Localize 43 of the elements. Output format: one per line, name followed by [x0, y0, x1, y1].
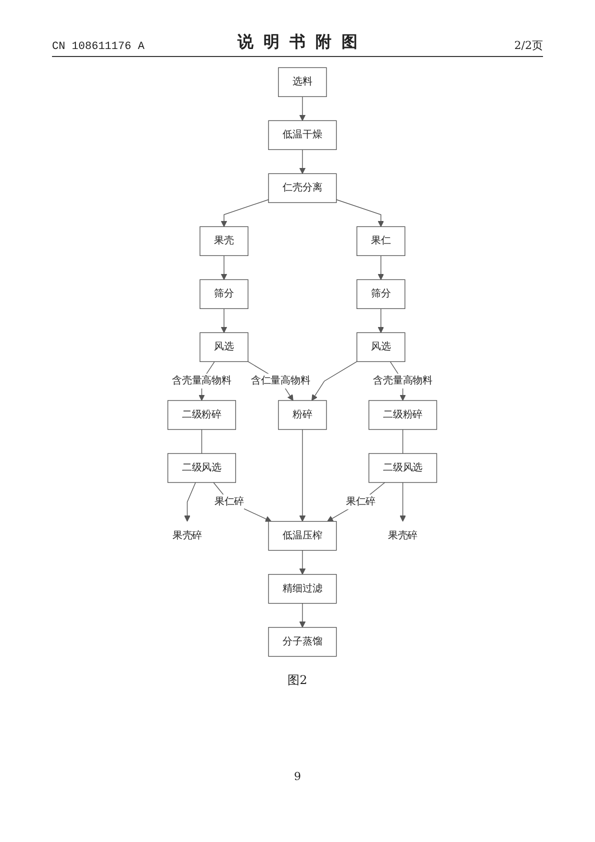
process-box: 风选: [356, 332, 406, 362]
edge-label: 果仁碎: [214, 494, 244, 510]
arrow: [378, 255, 384, 280]
page-title: 说明书附图: [236, 32, 368, 53]
process-box: 二级风选: [368, 453, 438, 483]
process-box: 二级风选: [167, 453, 236, 483]
process-box: 低温压榨: [268, 521, 337, 551]
arrow: [184, 482, 196, 522]
arrow: [220, 255, 228, 280]
text-label: 果壳碎: [388, 530, 418, 542]
arrow: [378, 308, 384, 333]
arrow: [220, 308, 228, 333]
arrow: [312, 361, 358, 401]
process-box: 仁壳分离: [268, 173, 337, 203]
document-number: CN 108611176 A: [52, 41, 144, 53]
figure-caption: 图2: [288, 672, 308, 689]
arrow: [299, 429, 306, 522]
edge-label: 含仁量高物料: [250, 374, 310, 388]
process-box: 精细过滤: [268, 574, 337, 604]
process-box: 筛分: [356, 279, 406, 309]
text-label: 果壳碎: [172, 530, 202, 542]
arrow: [336, 199, 384, 227]
process-box: 选料: [278, 67, 327, 97]
edge-label: 果仁碎: [346, 494, 376, 510]
arrow: [299, 550, 306, 575]
arrow: [299, 149, 306, 174]
process-box: 果壳: [200, 226, 248, 256]
process-box: 分子蒸馏: [268, 627, 337, 657]
page-count: 2/2页: [514, 38, 543, 53]
process-box: 低温干燥: [268, 120, 337, 150]
process-box: 二级粉碎: [368, 400, 438, 430]
arrow: [299, 96, 306, 121]
arrow: [299, 603, 306, 628]
edge-label: 含壳量高物料: [172, 374, 232, 388]
process-box: 风选: [200, 332, 248, 362]
process-box: 筛分: [200, 279, 248, 309]
arrow: [400, 482, 406, 522]
edge-label: 含壳量高物料: [373, 374, 432, 388]
process-box: 粉碎: [278, 400, 327, 430]
process-box: 果仁: [356, 226, 406, 256]
page-number: 9: [294, 770, 301, 783]
process-box: 二级粉碎: [167, 400, 236, 430]
arrow: [220, 199, 269, 227]
